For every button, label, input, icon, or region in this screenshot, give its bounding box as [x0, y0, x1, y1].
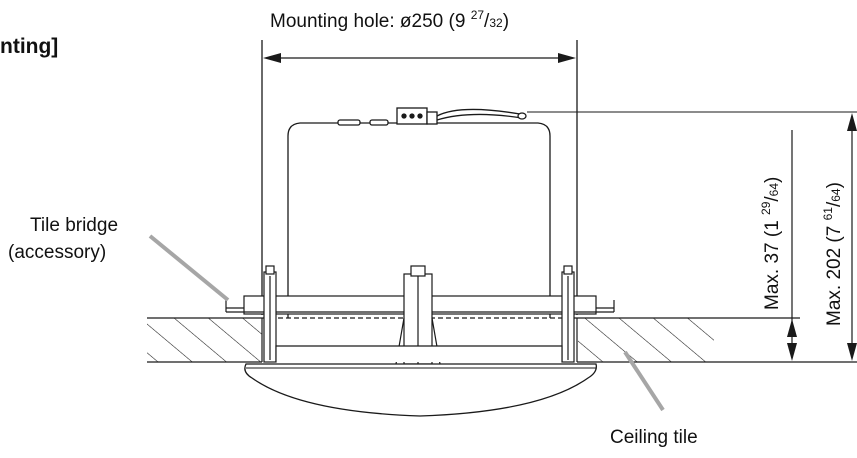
max-37-suffix: ): [762, 177, 783, 183]
max-37-dimension-line: [714, 130, 800, 363]
max-202-suffix: ): [824, 182, 845, 188]
max-202-fraction-denominator: 64: [829, 188, 843, 202]
mounting-hole-prefix: Mounting hole: ø250 (9: [270, 11, 471, 32]
max-37-fraction-numerator: 29: [759, 201, 773, 215]
max-202-dimension-label: Max. 202 (7 61/64): [821, 182, 845, 326]
mounting-flange: [225, 265, 615, 365]
ceiling-tile-label: Ceiling tile: [610, 427, 698, 448]
max-37-fraction-separator: /: [762, 196, 783, 202]
max-202-fraction-separator: /: [824, 201, 845, 207]
ceiling-tile-leader: [623, 350, 665, 412]
max-202-dimension-line: [800, 113, 857, 363]
speaker-grille: [244, 363, 597, 417]
mounting-hole-dimension-line: [261, 40, 578, 315]
mounting-hole-dimension-label: Mounting hole: ø250 (9 27/32): [270, 8, 509, 32]
section-heading-fragment: nting]: [0, 35, 58, 58]
tile-bridge-label-line2: (accessory): [8, 242, 106, 263]
speaker-back-box: [287, 107, 551, 318]
max-37-fraction-denominator: 64: [767, 183, 781, 197]
max-37-prefix: Max. 37 (1: [762, 215, 783, 310]
mounting-hole-fraction-numerator: 27: [471, 8, 485, 22]
mounting-hole-fraction-denominator: 32: [489, 16, 503, 30]
tile-bridge-label-line1: Tile bridge: [30, 215, 118, 236]
mounting-hole-suffix: ): [503, 11, 509, 32]
mounting-hole-fraction-separator: /: [484, 11, 490, 32]
max-37-dimension-label: Max. 37 (1 29/64): [759, 177, 783, 310]
max-202-fraction-numerator: 61: [821, 207, 835, 221]
max-202-prefix: Max. 202 (7: [824, 220, 845, 326]
tile-bridge-leader: [148, 234, 230, 302]
